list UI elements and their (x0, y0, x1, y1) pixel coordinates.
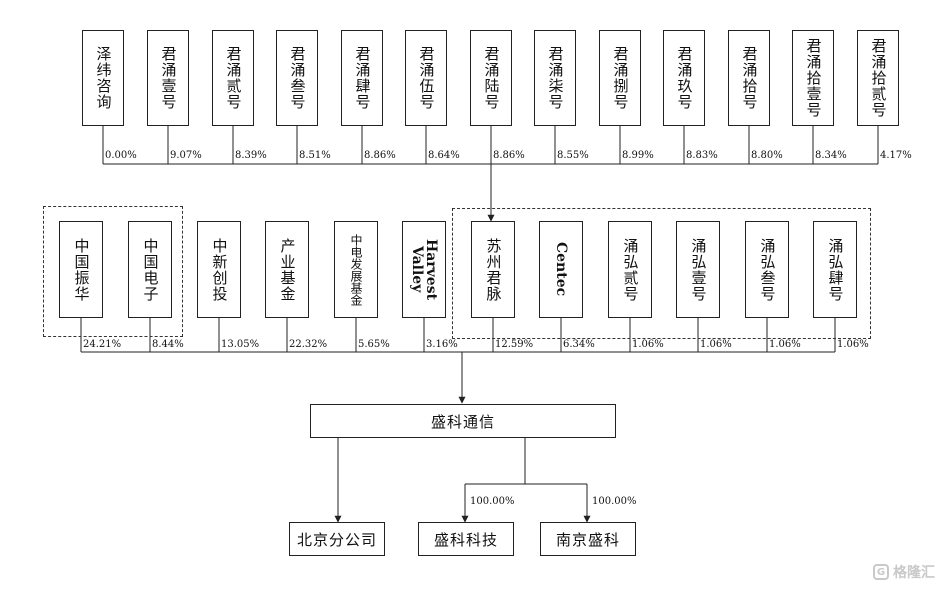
top-shareholder-box-label: 君涌拾贰号 (869, 38, 888, 118)
group-box-junmai-affiliates (452, 208, 871, 339)
top-shareholder-box-label: 君涌伍号 (417, 46, 436, 110)
shareholder-box: 中国电子 (128, 221, 172, 318)
top-shareholder-box: 君涌陆号 (470, 30, 512, 126)
shareholder-box: 涌弘壹号 (676, 221, 720, 318)
shareholder-box-label: 涌弘肆号 (826, 237, 845, 302)
watermark-logo-icon: G (873, 564, 889, 580)
top-shareholder-percentage: 8.64% (428, 150, 460, 161)
top-shareholder-percentage: 8.55% (557, 150, 589, 161)
shareholder-percentage: 6.34% (563, 339, 595, 350)
shareholder-box: 涌弘肆号 (813, 221, 857, 318)
top-shareholder-percentage: 8.86% (493, 150, 525, 161)
top-shareholder-box-label: 君涌拾壹号 (804, 38, 823, 118)
top-shareholder-box-label: 君涌贰号 (224, 46, 243, 110)
shareholder-box: 苏州君脉 (471, 221, 515, 318)
shareholder-box-label: 涌弘叁号 (758, 237, 777, 302)
top-shareholder-box: 君涌拾壹号 (792, 30, 834, 126)
top-shareholder-box-label: 君涌陆号 (482, 46, 501, 110)
top-shareholder-box-label: 君涌柒号 (546, 46, 565, 110)
subsidiary-box-label: 南京盛科 (555, 530, 620, 549)
shareholder-box: 中国振华 (59, 221, 103, 318)
top-shareholder-box: 君涌玖号 (663, 30, 705, 126)
top-shareholder-box-label: 君涌玖号 (675, 46, 694, 110)
watermark-text: 格隆汇 (893, 565, 935, 581)
top-shareholder-box: 君涌贰号 (212, 30, 254, 126)
top-shareholder-percentage: 0.00% (105, 150, 137, 161)
shareholder-box-label: 涌弘壹号 (689, 237, 708, 302)
shareholder-percentage: 1.06% (700, 339, 732, 350)
shareholder-percentage: 12.59% (495, 339, 534, 350)
shareholder-box-label: 中电发展基金 (349, 233, 363, 306)
top-shareholder-box-label: 君涌捌号 (611, 46, 630, 110)
top-shareholder-percentage: 8.83% (686, 150, 718, 161)
subsidiary-box-label: 北京分公司 (296, 530, 377, 549)
subsidiary-box-label: 盛科科技 (433, 530, 498, 549)
shareholder-percentage: 24.21% (83, 339, 122, 350)
top-shareholder-box: 君涌伍号 (405, 30, 447, 126)
subsidiary-box: 南京盛科 (540, 522, 636, 556)
shareholder-percentage: 1.06% (837, 339, 869, 350)
watermark: G 格隆汇 (873, 562, 935, 582)
shareholder-box-label: 中新创投 (210, 237, 229, 302)
shareholder-box: 产业基金 (265, 221, 309, 318)
top-shareholder-percentage: 8.39% (235, 150, 267, 161)
top-shareholder-percentage: 9.07% (170, 150, 202, 161)
top-shareholder-box: 君涌壹号 (147, 30, 189, 126)
subsidiary-box: 盛科科技 (418, 522, 514, 556)
top-shareholder-box: 君涌拾贰号 (857, 30, 899, 126)
shareholder-box-label: 中国电子 (141, 237, 160, 302)
shareholder-percentage: 1.06% (632, 339, 664, 350)
shareholder-box-label: 中国振华 (72, 237, 91, 302)
shareholder-percentage: 22.32% (289, 339, 328, 350)
top-shareholder-box: 君涌捌号 (599, 30, 641, 126)
shareholder-box-label: 涌弘贰号 (621, 237, 640, 302)
shareholder-box: 中新创投 (197, 221, 241, 318)
top-shareholder-box: 君涌叁号 (276, 30, 318, 126)
top-shareholder-percentage: 8.51% (299, 150, 331, 161)
top-shareholder-box: 君涌拾号 (728, 30, 770, 126)
shareholder-box-label: Harvest Valley (409, 238, 439, 301)
shareholder-percentage: 13.05% (221, 339, 260, 350)
group-box-china-electronics (43, 206, 183, 337)
top-shareholder-box-label: 君涌壹号 (159, 46, 178, 110)
top-shareholder-box-label: 君涌拾号 (740, 46, 759, 110)
subsidiary-box: 北京分公司 (289, 522, 385, 556)
shareholder-percentage: 1.06% (769, 339, 801, 350)
company-box-label: 盛科通信 (430, 412, 495, 431)
shareholder-box-label: 产业基金 (278, 237, 297, 302)
company-box: 盛科通信 (310, 404, 616, 438)
shareholder-box: 涌弘叁号 (745, 221, 789, 318)
shareholder-box-label: Centec (553, 242, 569, 297)
top-shareholder-box: 君涌肆号 (341, 30, 383, 126)
top-shareholder-box: 泽纬咨询 (82, 30, 124, 126)
shareholder-box: Harvest Valley (402, 221, 446, 318)
top-shareholder-box: 君涌柒号 (534, 30, 576, 126)
top-shareholder-box-label: 泽纬咨询 (94, 46, 113, 110)
shareholder-percentage: 3.16% (426, 339, 458, 350)
shareholder-percentage: 5.65% (358, 339, 390, 350)
top-shareholder-percentage: 8.86% (364, 150, 396, 161)
top-shareholder-box-label: 君涌肆号 (353, 46, 372, 110)
shareholder-percentage: 8.44% (152, 339, 184, 350)
shareholder-box: 涌弘贰号 (608, 221, 652, 318)
shareholder-box-label: 苏州君脉 (484, 237, 503, 302)
top-shareholder-percentage: 8.34% (815, 150, 847, 161)
subsidiary-percentage: 100.00% (470, 496, 515, 507)
top-shareholder-percentage: 4.17% (880, 150, 912, 161)
top-shareholder-percentage: 8.80% (751, 150, 783, 161)
shareholder-box: 中电发展基金 (334, 221, 378, 318)
shareholder-box: Centec (539, 221, 583, 318)
top-shareholder-percentage: 8.99% (622, 150, 654, 161)
subsidiary-percentage: 100.00% (592, 496, 637, 507)
top-shareholder-box-label: 君涌叁号 (288, 46, 307, 110)
